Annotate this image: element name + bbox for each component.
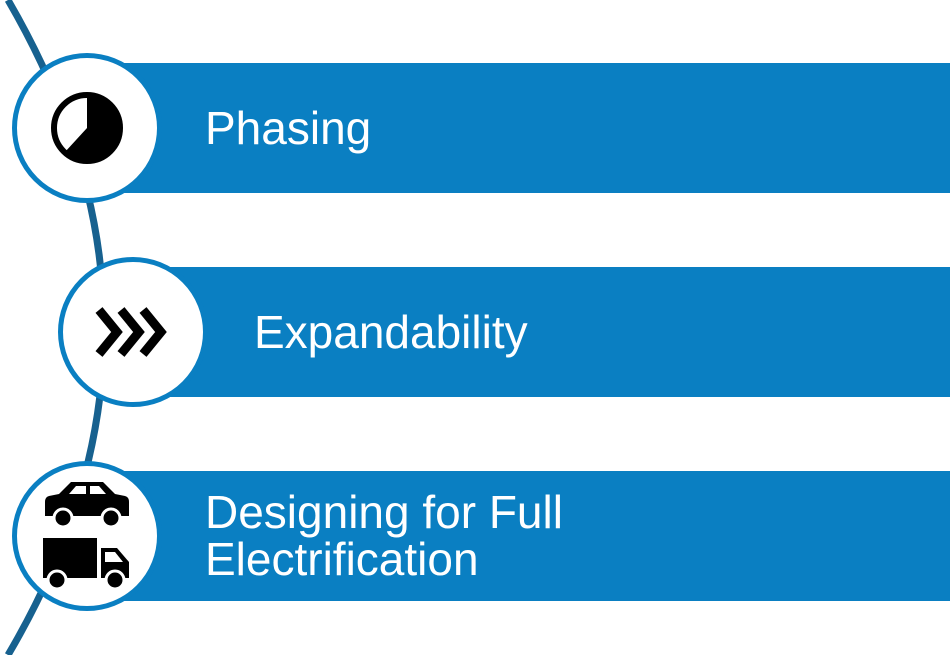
label-expandability: Expandability: [254, 305, 528, 358]
pie-chart-icon: [51, 92, 123, 164]
circle-electrification: [12, 461, 162, 611]
car-truck-icon: [43, 482, 129, 591]
car-icon: [45, 482, 129, 529]
band-electrification: Designing for Full Electrification: [95, 471, 950, 601]
label-phasing: Phasing: [205, 101, 372, 154]
circle-expandability: [58, 257, 208, 407]
circle-phasing: [12, 53, 162, 203]
label-electrification: Designing for Full Electrification: [205, 486, 563, 585]
chevrons-right-icon: [95, 307, 167, 357]
band-phasing: Phasing: [95, 63, 950, 193]
band-expandability: Expandability: [160, 267, 950, 397]
truck-icon: [43, 538, 129, 591]
